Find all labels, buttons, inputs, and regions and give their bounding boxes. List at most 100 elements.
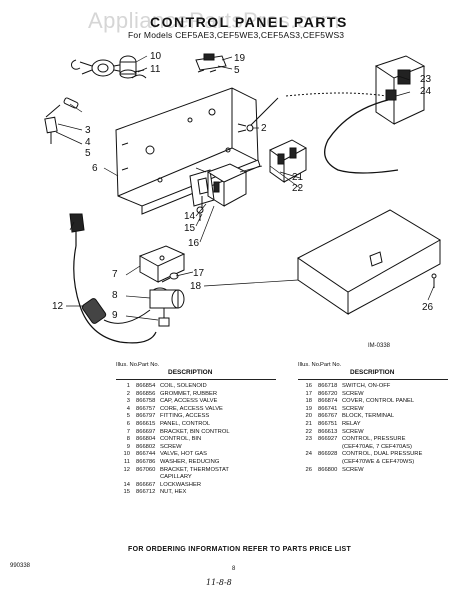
description-cell: SCREW bbox=[342, 466, 364, 473]
part-no-cell: 866797 bbox=[136, 413, 156, 420]
part-no-cell: 866874 bbox=[318, 398, 338, 405]
part-no-cell: 866928 bbox=[318, 451, 338, 458]
callout-22: 22 bbox=[292, 183, 304, 194]
illus-no-cell: 3 bbox=[126, 398, 130, 405]
part-no-cell: 866697 bbox=[136, 428, 156, 435]
table-row: CAPILLARY bbox=[116, 474, 276, 482]
ordering-note: FOR ORDERING INFORMATION REFER TO PARTS … bbox=[128, 546, 352, 553]
description-cell: SCREW bbox=[342, 405, 364, 412]
callout-21: 21 bbox=[292, 172, 304, 183]
header-part-no: Part No. bbox=[320, 362, 342, 368]
relay-part bbox=[206, 163, 248, 207]
callout-numbers: 10 11 19 5 2 3 4 5 6 23 24 21 22 14 15 1… bbox=[52, 51, 434, 321]
part-no-cell: 866854 bbox=[136, 383, 156, 389]
watermark-logo: AppliancePartsPros.com bbox=[88, 8, 340, 33]
access-valve-core-part bbox=[44, 97, 79, 144]
terminal-block-part bbox=[269, 139, 308, 183]
description-cell: COVER, CONTROL PANEL bbox=[342, 398, 415, 405]
illus-no-cell: 4 bbox=[126, 405, 130, 412]
illus-no-cell: 2 bbox=[126, 390, 130, 397]
table-row: (CEF470AE, 7 CEF470AS) bbox=[298, 444, 448, 452]
table-row: 20 866767 BLOCK, TERMINAL bbox=[298, 413, 448, 421]
illus-no-cell: 1 bbox=[126, 383, 130, 389]
illus-no-cell: 14 bbox=[123, 481, 130, 488]
part-no-cell: 866804 bbox=[136, 436, 156, 443]
description-cell: RELAY bbox=[342, 420, 361, 427]
part-no-cell: 866758 bbox=[136, 398, 156, 405]
description-cell: BRACKET, THERMOSTAT bbox=[160, 466, 229, 473]
illus-no-cell: 20 bbox=[305, 413, 312, 420]
leader-lines bbox=[55, 55, 435, 321]
description-cell: PANEL, CONTROL bbox=[160, 420, 211, 427]
header-illus-no: Illus. No. bbox=[116, 362, 139, 368]
callout-14: 14 bbox=[184, 211, 196, 222]
header-description: DESCRIPTION bbox=[168, 369, 213, 376]
description-cell: GROMMET, RUBBER bbox=[160, 390, 218, 397]
table-row: 17 866720 SCREW bbox=[298, 391, 448, 399]
illus-no-cell: 17 bbox=[305, 390, 312, 397]
illus-no-cell: 7 bbox=[126, 428, 130, 435]
control-panel-cover-part bbox=[297, 209, 441, 315]
coil-solenoid-part bbox=[71, 59, 126, 77]
callout-5: 5 bbox=[234, 65, 240, 76]
callout-7: 7 bbox=[112, 269, 118, 280]
callout-8: 8 bbox=[112, 290, 118, 301]
header-part-no: Part No. bbox=[138, 362, 160, 368]
page-number: 8 bbox=[232, 566, 236, 572]
part-no-cell: 866767 bbox=[318, 413, 338, 420]
part-no-cell: 866613 bbox=[318, 428, 338, 435]
callout-19: 19 bbox=[234, 53, 246, 64]
illus-no-cell: 26 bbox=[305, 466, 312, 473]
description-cell: SCREW bbox=[342, 390, 364, 397]
part-no-cell: 866720 bbox=[318, 390, 338, 397]
bin-control-bracket-part bbox=[189, 169, 215, 210]
illus-no-cell: 19 bbox=[305, 405, 312, 412]
illus-no-cell: 23 bbox=[305, 436, 312, 443]
screw-parts bbox=[161, 206, 204, 283]
illus-no-cell: 9 bbox=[126, 443, 130, 450]
callout-4: 4 bbox=[85, 137, 91, 148]
description-cell: SWITCH, ON-OFF bbox=[342, 383, 391, 389]
description-cell: CORE, ACCESS VALVE bbox=[160, 405, 223, 412]
description-cell: BLOCK, TERMINAL bbox=[342, 413, 395, 420]
description-cell: CAP, ACCESS VALVE bbox=[160, 398, 218, 405]
table-row: 3 866758 CAP, ACCESS VALVE bbox=[116, 398, 276, 406]
illus-no-cell: 8 bbox=[126, 436, 130, 443]
access-fitting-part bbox=[69, 213, 85, 233]
callout-18: 18 bbox=[190, 281, 202, 292]
description-cell: FITTING, ACCESS bbox=[160, 413, 210, 420]
part-no-cell: 866800 bbox=[318, 466, 338, 473]
page-title: CONTROL PANEL PARTS bbox=[150, 14, 348, 30]
description-cell: CONTROL, BIN bbox=[160, 436, 202, 443]
description-cell: WASHER, REDUCING bbox=[160, 458, 220, 465]
callout-12: 12 bbox=[52, 301, 64, 312]
description-cell: VALVE, HOT GAS bbox=[160, 451, 208, 458]
illus-no-cell: 10 bbox=[123, 451, 130, 458]
figure-code: IM-0338 bbox=[368, 343, 391, 349]
part-no-cell: 866927 bbox=[318, 436, 338, 443]
table-header: Illus. No. Part No. DESCRIPTION bbox=[116, 362, 276, 380]
description-cell: (CEF470WE & CEF470WS) bbox=[342, 458, 415, 465]
part-no-cell: 866751 bbox=[318, 420, 338, 427]
part-no-cell: 866718 bbox=[318, 383, 338, 389]
callout-17: 17 bbox=[193, 268, 205, 279]
part-no-cell: 866786 bbox=[136, 458, 156, 465]
